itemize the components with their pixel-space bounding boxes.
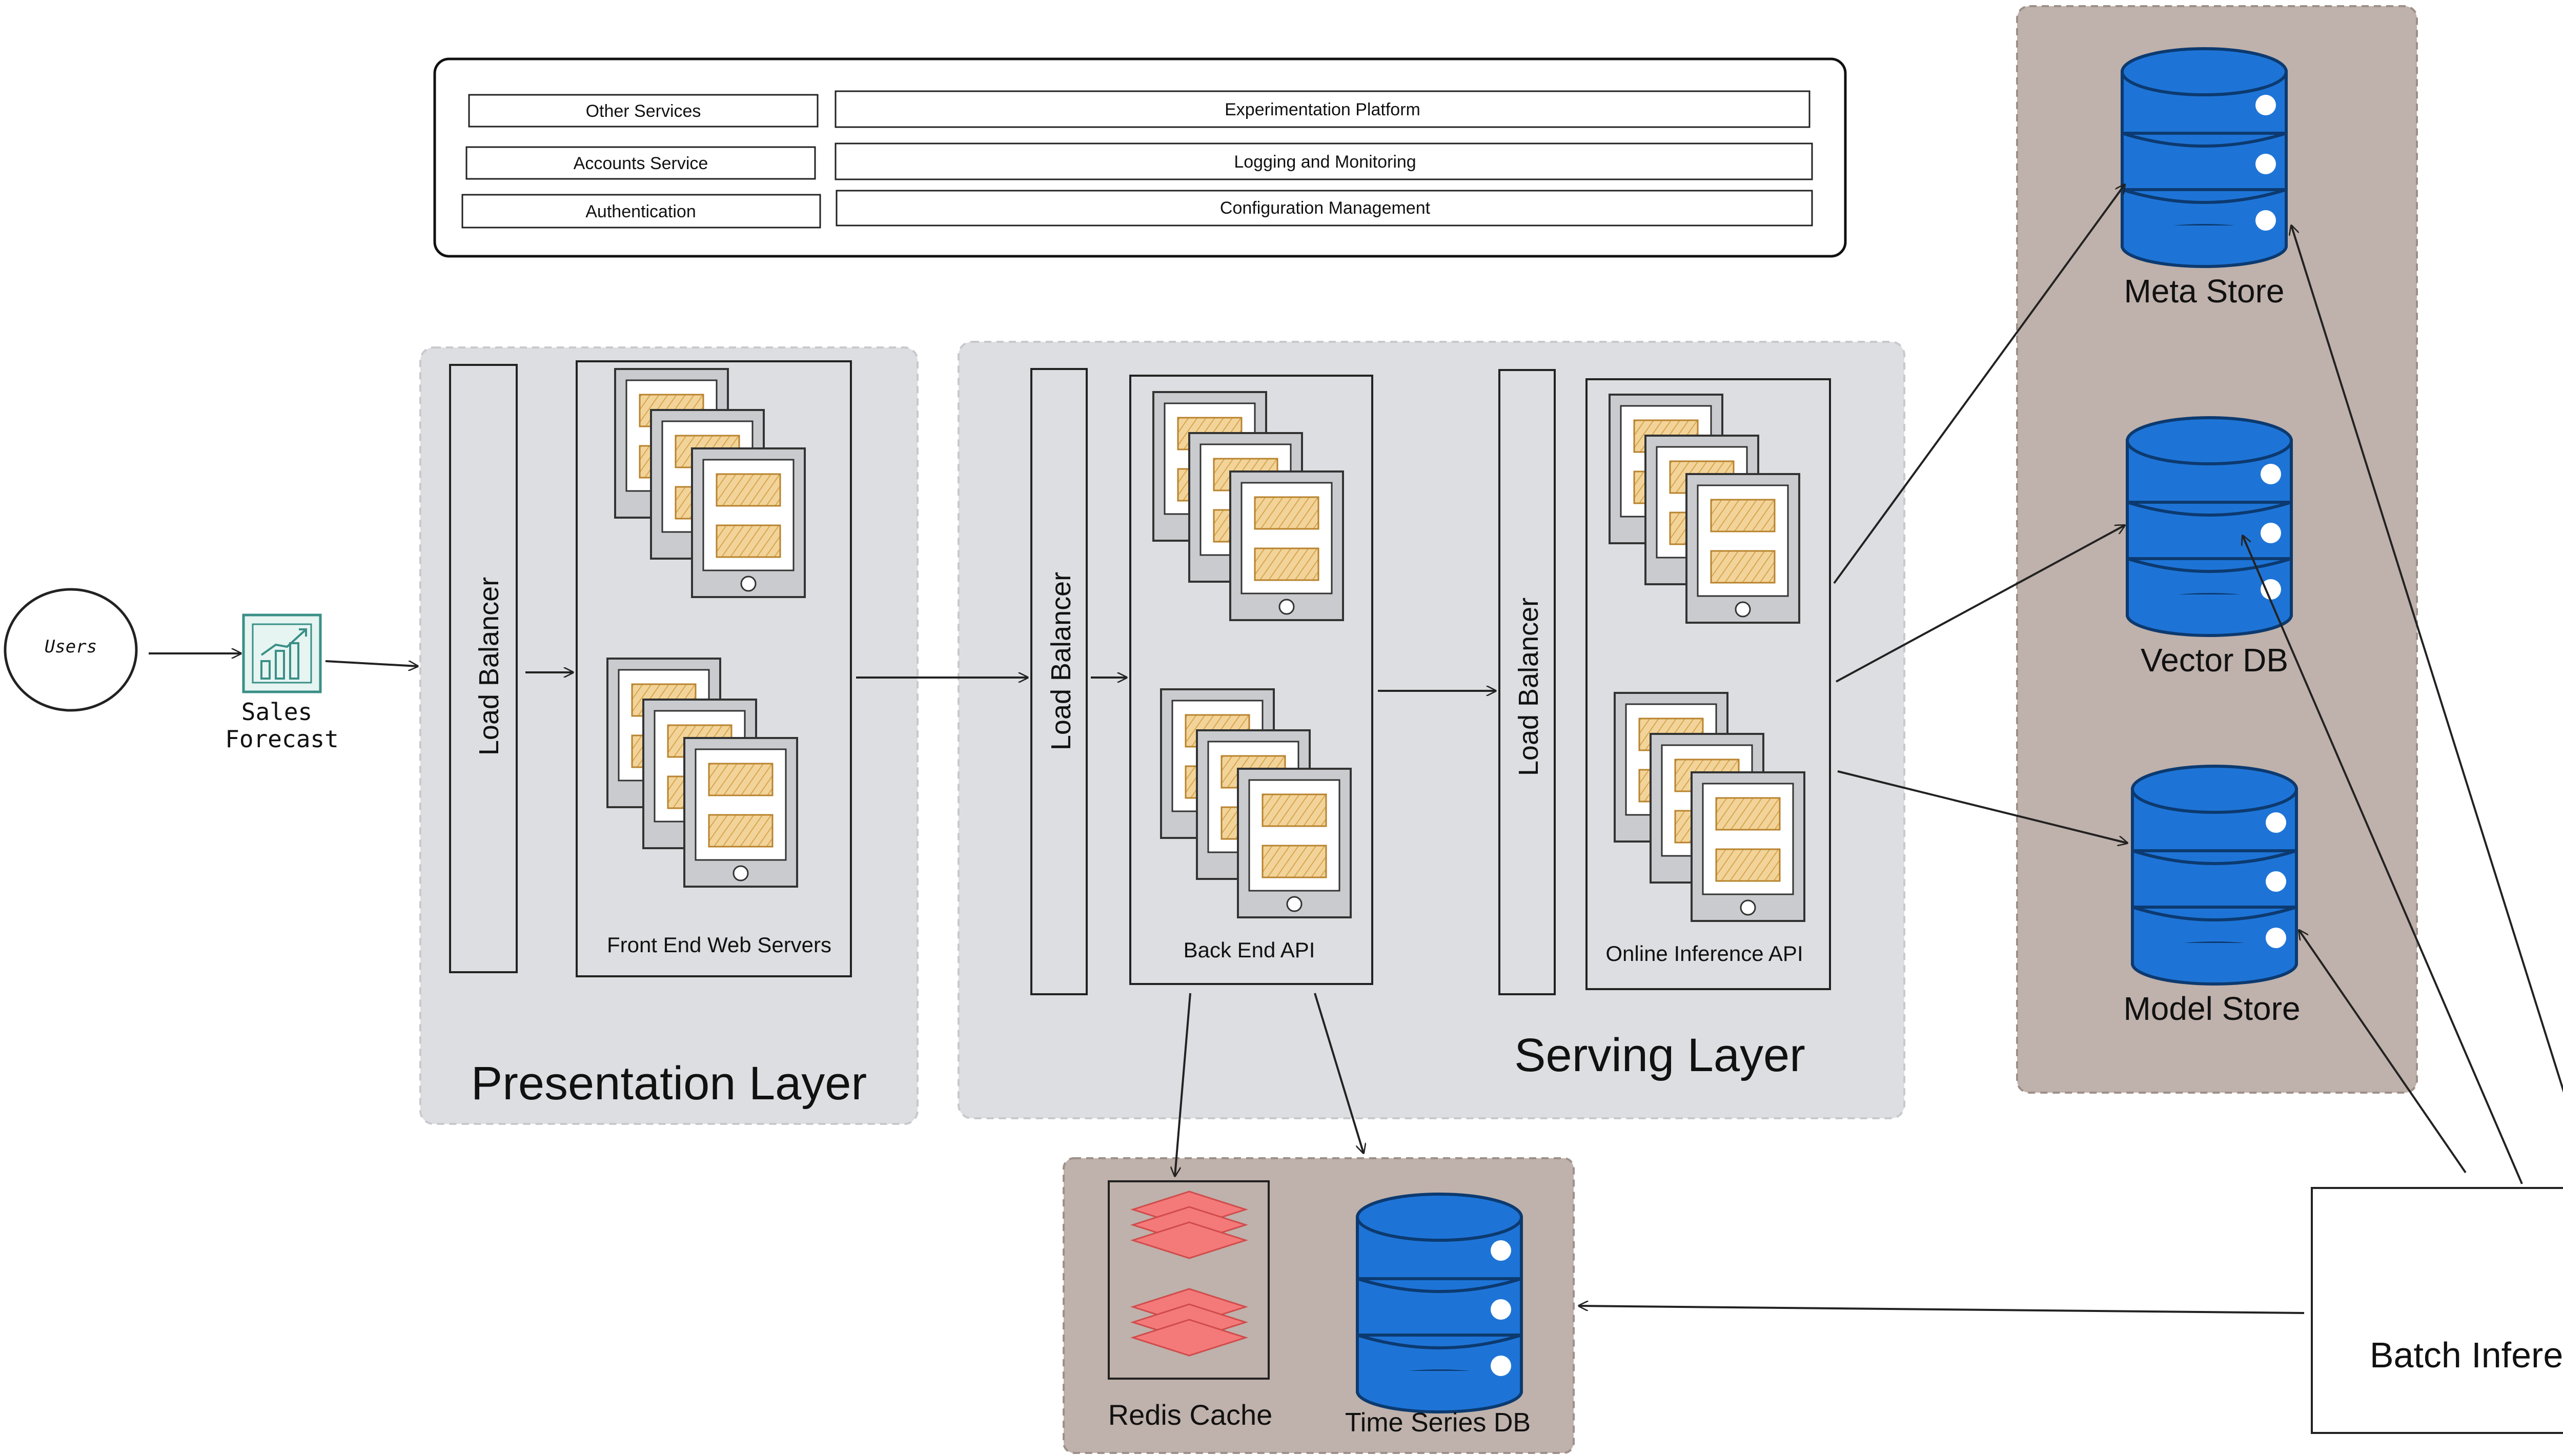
front-end-servers-label: Front End Web Servers: [607, 933, 831, 957]
logging-monitoring-box: [835, 142, 1813, 180]
arrow-inference-to-meta-store: [1833, 184, 2125, 584]
authentication-label: Authentication: [585, 202, 696, 221]
vector-db-label: Vector DB: [2141, 642, 2288, 679]
arrow-batch-to-timeseries: [1579, 1306, 2305, 1314]
serving-load-balancer-1: [1030, 368, 1088, 995]
experimentation-platform-label: Experimentation Platform: [1225, 100, 1420, 119]
serving-load-balancer-2: [1498, 369, 1556, 995]
users-label: Users: [45, 637, 97, 657]
arrow-inference-to-model-store: [1837, 770, 2127, 843]
sales-forecast-label-line1: Sales: [241, 698, 312, 726]
arrow-backend-to-redis: [1175, 993, 1191, 1176]
online-inference-api-box: [1585, 378, 1831, 990]
meta-store-db-icon: [2122, 49, 2286, 266]
redis-cache-label: Redis Cache: [1108, 1399, 1273, 1431]
presentation-layer-label: Presentation Layer: [471, 1057, 867, 1110]
back-end-api-label: Back End API: [1184, 938, 1315, 962]
arrow-batch-to-meta-store: [2291, 225, 2563, 1093]
accounts-service-box: [465, 146, 816, 180]
time-series-db-label: Time Series DB: [1345, 1408, 1531, 1438]
connectors: [149, 184, 2563, 1314]
other-services-label: Other Services: [586, 101, 701, 121]
serving-load-balancer-1-label: Load Balancer: [1046, 572, 1076, 750]
arrow-batch-to-vector-db: [2243, 536, 2523, 1184]
serving-load-balancer-2-label: Load Balancer: [1513, 598, 1544, 776]
meta-store-label: Meta Store: [2124, 273, 2284, 310]
arrow-backend-to-timeseries: [1314, 993, 1364, 1153]
batch-inference-label: Batch Inference: [2370, 1335, 2563, 1375]
chart-icon: [242, 613, 322, 693]
logging-monitoring-label: Logging and Monitoring: [1234, 152, 1416, 172]
time-series-db-icon: [1357, 1194, 1521, 1412]
experimentation-platform-box: [835, 90, 1811, 128]
back-end-api-box: [1129, 375, 1373, 985]
vector-db-icon: [2127, 418, 2291, 635]
presentation-load-balancer-label: Load Balancer: [474, 577, 504, 755]
arrow-batch-to-model-store: [2299, 930, 2467, 1174]
authentication-box: [461, 194, 821, 229]
users-node: [4, 588, 138, 712]
serving-layer-panel: [958, 341, 1905, 1119]
arrow-inference-to-vector-db: [1836, 525, 2125, 683]
other-services-box: [468, 94, 819, 128]
presentation-load-balancer: [449, 364, 518, 973]
arrow-forecast-to-lb: [325, 660, 418, 666]
configuration-management-box: [836, 190, 1813, 227]
model-store-db-icon: [2132, 766, 2296, 984]
redis-cache-box: [1108, 1180, 1270, 1380]
serving-layer-label: Serving Layer: [1514, 1029, 1805, 1081]
batch-inference-box: [2311, 1187, 2563, 1434]
online-inference-api-label: Online Inference API: [1605, 941, 1803, 966]
accounts-service-label: Accounts Service: [574, 154, 708, 173]
configuration-management-label: Configuration Management: [1220, 198, 1431, 218]
front-end-servers-box: [576, 360, 852, 977]
model-store-label: Model Store: [2123, 990, 2300, 1027]
sales-forecast-label-line2: Forecast: [225, 725, 339, 753]
